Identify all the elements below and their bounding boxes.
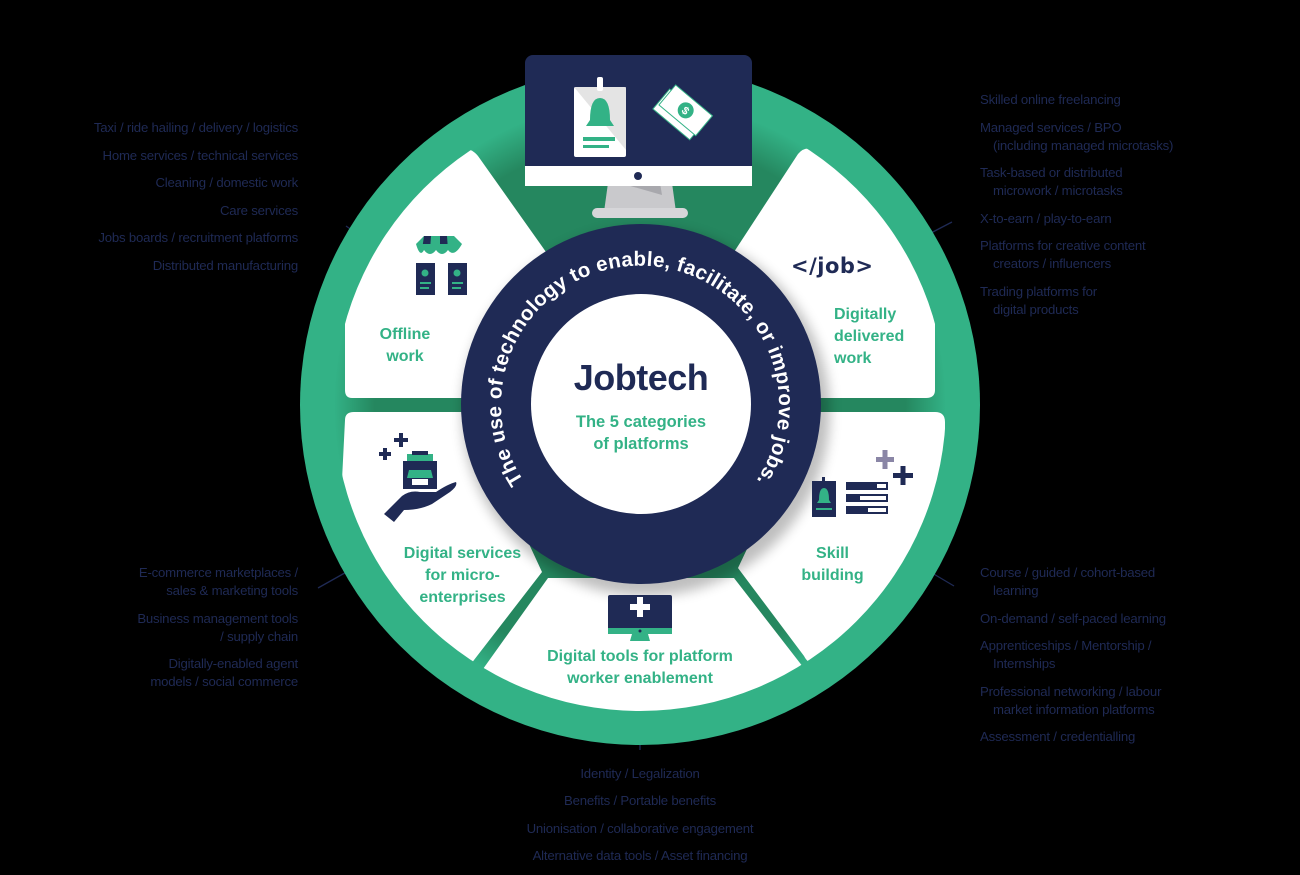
hub-subtitle-line2: of platforms xyxy=(593,435,689,453)
list-digital-services: E-commerce marketplaces /sales & marketi… xyxy=(60,564,298,701)
list-item: Jobs boards / recruitment platforms xyxy=(98,230,298,245)
segment-label-digital-services: Digital services for micro- enterprises xyxy=(385,543,540,609)
hand-holding-shop-icon xyxy=(379,433,457,522)
list-item: Home services / technical services xyxy=(102,147,299,163)
label-line: work xyxy=(386,348,424,365)
id-badge-icon xyxy=(574,77,626,157)
list-item: Identity / Legalization xyxy=(580,766,700,781)
list-item: On-demand / self-paced learning xyxy=(980,610,1166,626)
list-offline-work: Taxi / ride hailing / delivery / logisti… xyxy=(20,119,298,284)
list-item: Care services xyxy=(219,202,298,218)
hub-center xyxy=(531,294,751,514)
list-item: Cleaning / domestic work xyxy=(155,175,298,190)
list-item: Distributed manufacturing xyxy=(152,257,298,273)
label-line: enterprises xyxy=(419,589,506,606)
hub-subtitle: The 5 categories of platforms xyxy=(541,411,741,455)
list-item: Taxi / ride hailing / delivery / logisti… xyxy=(93,120,298,135)
label-line: Skill xyxy=(816,545,849,562)
list-item: Benefits / Portable benefits xyxy=(563,793,716,809)
monitor-plus-icon xyxy=(608,595,672,641)
plus-navy-icon xyxy=(893,466,913,485)
list-digital-tools: Identity / Legalization Benefits / Porta… xyxy=(440,765,840,875)
label-line: worker enablement xyxy=(567,670,713,687)
list-item: Managed services / BPO(including managed… xyxy=(980,119,1174,153)
list-item: X-to-earn / play-to-earn xyxy=(980,210,1112,226)
list-digitally-delivered: Skilled online freelancing Managed servi… xyxy=(980,91,1280,328)
list-item: Business management tools/ supply chain xyxy=(137,610,298,644)
hub-subtitle-line1: The 5 categories xyxy=(575,413,707,431)
label-line: for micro- xyxy=(425,567,500,584)
list-item: Assessment / credentialling xyxy=(980,729,1136,744)
label-line: Offline xyxy=(379,326,431,343)
segment-label-digital-tools: Digital tools for platform worker enable… xyxy=(520,646,760,690)
label-line: building xyxy=(801,567,864,584)
storefront-id-badges-icon xyxy=(416,236,467,295)
label-line: Digital services xyxy=(403,545,522,562)
segment-label-skill-building: Skill building xyxy=(785,543,880,587)
list-item: Unionisation / collaborative engagement xyxy=(526,820,754,836)
list-item: Apprenticeships / Mentorship /Internship… xyxy=(980,638,1152,671)
id-badge-progress-bars-icon xyxy=(812,450,913,517)
label-line: delivered xyxy=(834,328,905,345)
monitor-icon: $ xyxy=(525,55,752,218)
code-job-icon: </job> xyxy=(791,254,874,278)
hub-title: Jobtech xyxy=(573,357,709,398)
list-item: Skilled online freelancing xyxy=(980,92,1121,107)
plus-grey-icon xyxy=(876,450,894,469)
segment-label-digitally-delivered: Digitally delivered work xyxy=(820,304,944,370)
segment-digital-tools xyxy=(476,578,811,711)
list-item: Alternative data tools / Asset financing xyxy=(532,848,748,864)
segment-label-offline-work: Offline work xyxy=(355,324,455,368)
label-line: Digitally xyxy=(834,306,897,323)
money-bills-icon: $ xyxy=(652,84,714,141)
plus-icons xyxy=(379,433,408,460)
label-line: Digital tools for platform xyxy=(547,648,733,665)
label-line: work xyxy=(834,350,872,367)
list-item: E-commerce marketplaces /sales & marketi… xyxy=(138,565,298,598)
